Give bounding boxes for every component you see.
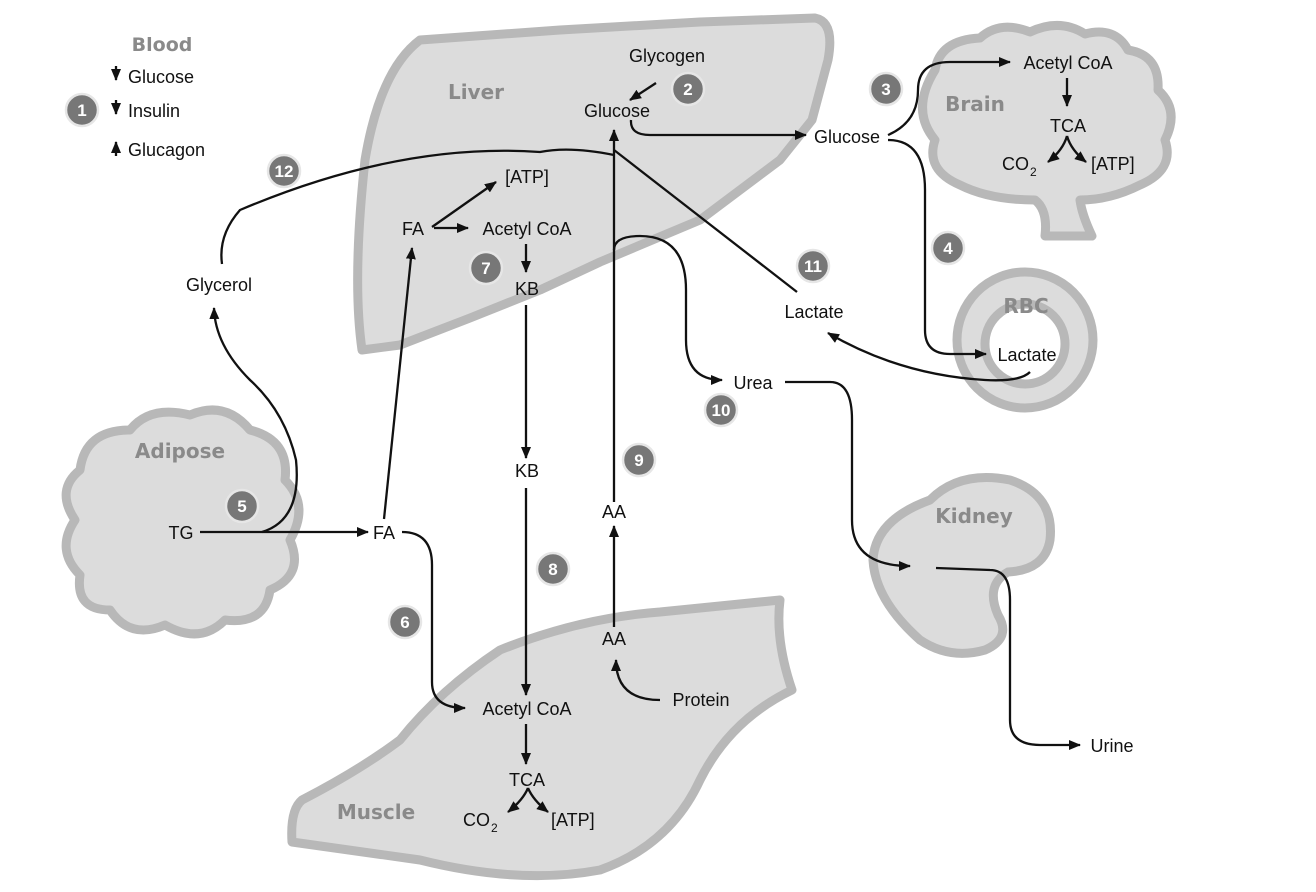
- muscle-atp: [ATP]: [551, 810, 595, 830]
- glycerol: Glycerol: [186, 275, 252, 295]
- arrow-protein-to-aa: [611, 659, 661, 702]
- muscle-tca: TCA: [509, 770, 545, 790]
- step-badge-2: 2: [670, 71, 706, 107]
- legend-insulin: Insulin: [128, 101, 180, 121]
- arrow-brain-tca-to-co2: [1047, 135, 1069, 163]
- step-badge-1: 1: [64, 92, 100, 128]
- step-badge-12: 12: [266, 153, 302, 189]
- arrow-fa-to-atp: [431, 181, 497, 228]
- arrow-glycogen-to-glucose: [629, 82, 657, 101]
- brain-shape: [918, 21, 1176, 241]
- metabolite-labels: Glycogen Glucose [ATP] FA Acetyl CoA KB …: [169, 46, 1135, 835]
- arrow-muscle-tca-to-co2: [507, 787, 530, 813]
- liver-shape: [353, 13, 835, 355]
- step-badge-9: 9: [621, 442, 657, 478]
- muscle-acetylcoa: Acetyl CoA: [482, 699, 571, 719]
- blood-aa: AA: [602, 502, 626, 522]
- svg-text:11: 11: [804, 257, 822, 276]
- arrow-fa-to-liver-fa: [382, 247, 416, 520]
- muscle-aa: AA: [602, 629, 626, 649]
- lactate: Lactate: [784, 302, 843, 322]
- liver-glycogen: Glycogen: [629, 46, 705, 66]
- liver-kb: KB: [515, 279, 539, 299]
- step-badge-5: 5: [224, 488, 260, 524]
- adipose-shape: [61, 405, 304, 639]
- liver-glucose: Glucose: [584, 101, 650, 121]
- adipose-label: Adipose: [135, 439, 225, 463]
- svg-text:10: 10: [712, 401, 731, 420]
- brain-tca: TCA: [1050, 116, 1086, 136]
- muscle-protein: Protein: [672, 690, 729, 710]
- blood-fa: FA: [373, 523, 395, 543]
- line-glycerol-to-liver-glucose: [220, 148, 615, 265]
- line-lactate-to-liver-glucose: [613, 149, 798, 293]
- svg-text:8: 8: [548, 560, 557, 579]
- rbc-lactate: Lactate: [997, 345, 1056, 365]
- arrow-glucose-to-brain: [887, 57, 1011, 137]
- svg-text:4: 4: [943, 239, 953, 258]
- brain-co2: CO: [1002, 154, 1029, 174]
- rbc-label: RBC: [1003, 294, 1048, 318]
- muscle-shape: [287, 595, 797, 881]
- brain-atp: [ATP]: [1091, 154, 1135, 174]
- kidney-label: Kidney: [935, 504, 1013, 528]
- arrow-kidney-to-urine: [935, 566, 1081, 750]
- adipose-tg: TG: [169, 523, 194, 543]
- kidney-shape: [868, 473, 1055, 658]
- arrow-fa-to-muscle-acetylcoa: [401, 530, 466, 713]
- brain-label: Brain: [945, 92, 1005, 116]
- muscle-co2-subscript: 2: [491, 821, 498, 835]
- arrow-liver-glucose-to-blood: [629, 119, 807, 140]
- brain-acetylcoa: Acetyl CoA: [1023, 53, 1112, 73]
- step-badge-3: 3: [868, 71, 904, 107]
- blood-kb: KB: [515, 461, 539, 481]
- step-badge-7: 7: [468, 250, 504, 286]
- step-badge-6: 6: [387, 604, 423, 640]
- arrow-brain-tca-to-atp: [1065, 135, 1087, 163]
- arrow-muscle-tca-to-atp: [526, 787, 549, 813]
- blood-glucose: Glucose: [814, 127, 880, 147]
- step-badge-11: 11: [795, 248, 831, 284]
- step-badges: 1 2 3 4 5 6 7 8 9 10 11 12: [64, 71, 966, 640]
- legend-title: Blood: [132, 34, 193, 56]
- rbc-center: [980, 299, 1070, 389]
- brain-co2-subscript: 2: [1030, 165, 1037, 179]
- svg-text:9: 9: [634, 451, 643, 470]
- liver-acetylcoa: Acetyl CoA: [482, 219, 571, 239]
- svg-text:1: 1: [77, 101, 86, 120]
- liver-atp: [ATP]: [505, 167, 549, 187]
- svg-text:6: 6: [400, 613, 409, 632]
- arrow-tg-to-glycerol: [209, 307, 298, 534]
- liver-fa: FA: [402, 219, 424, 239]
- urea: Urea: [733, 373, 773, 393]
- legend-glucose: Glucose: [128, 67, 194, 87]
- arrow-rbc-lactate-to-lactate: [827, 332, 1031, 382]
- arrow-aa-to-urea: [612, 234, 723, 385]
- muscle-label: Muscle: [337, 800, 415, 824]
- liver-label: Liver: [448, 80, 504, 104]
- pathway-arrows: [200, 57, 1087, 813]
- svg-text:5: 5: [237, 497, 246, 516]
- svg-text:3: 3: [881, 80, 890, 99]
- step-badge-10: 10: [703, 392, 739, 428]
- arrow-glucose-to-rbc: [887, 138, 987, 359]
- svg-text:12: 12: [275, 162, 294, 181]
- urine: Urine: [1090, 736, 1133, 756]
- legend-glucagon: Glucagon: [128, 140, 205, 160]
- step-badge-4: 4: [930, 230, 966, 266]
- svg-text:7: 7: [481, 259, 490, 278]
- muscle-co2: CO: [463, 810, 490, 830]
- arrow-urea-to-kidney: [785, 380, 911, 571]
- step-badge-8: 8: [535, 551, 571, 587]
- svg-text:2: 2: [683, 80, 692, 99]
